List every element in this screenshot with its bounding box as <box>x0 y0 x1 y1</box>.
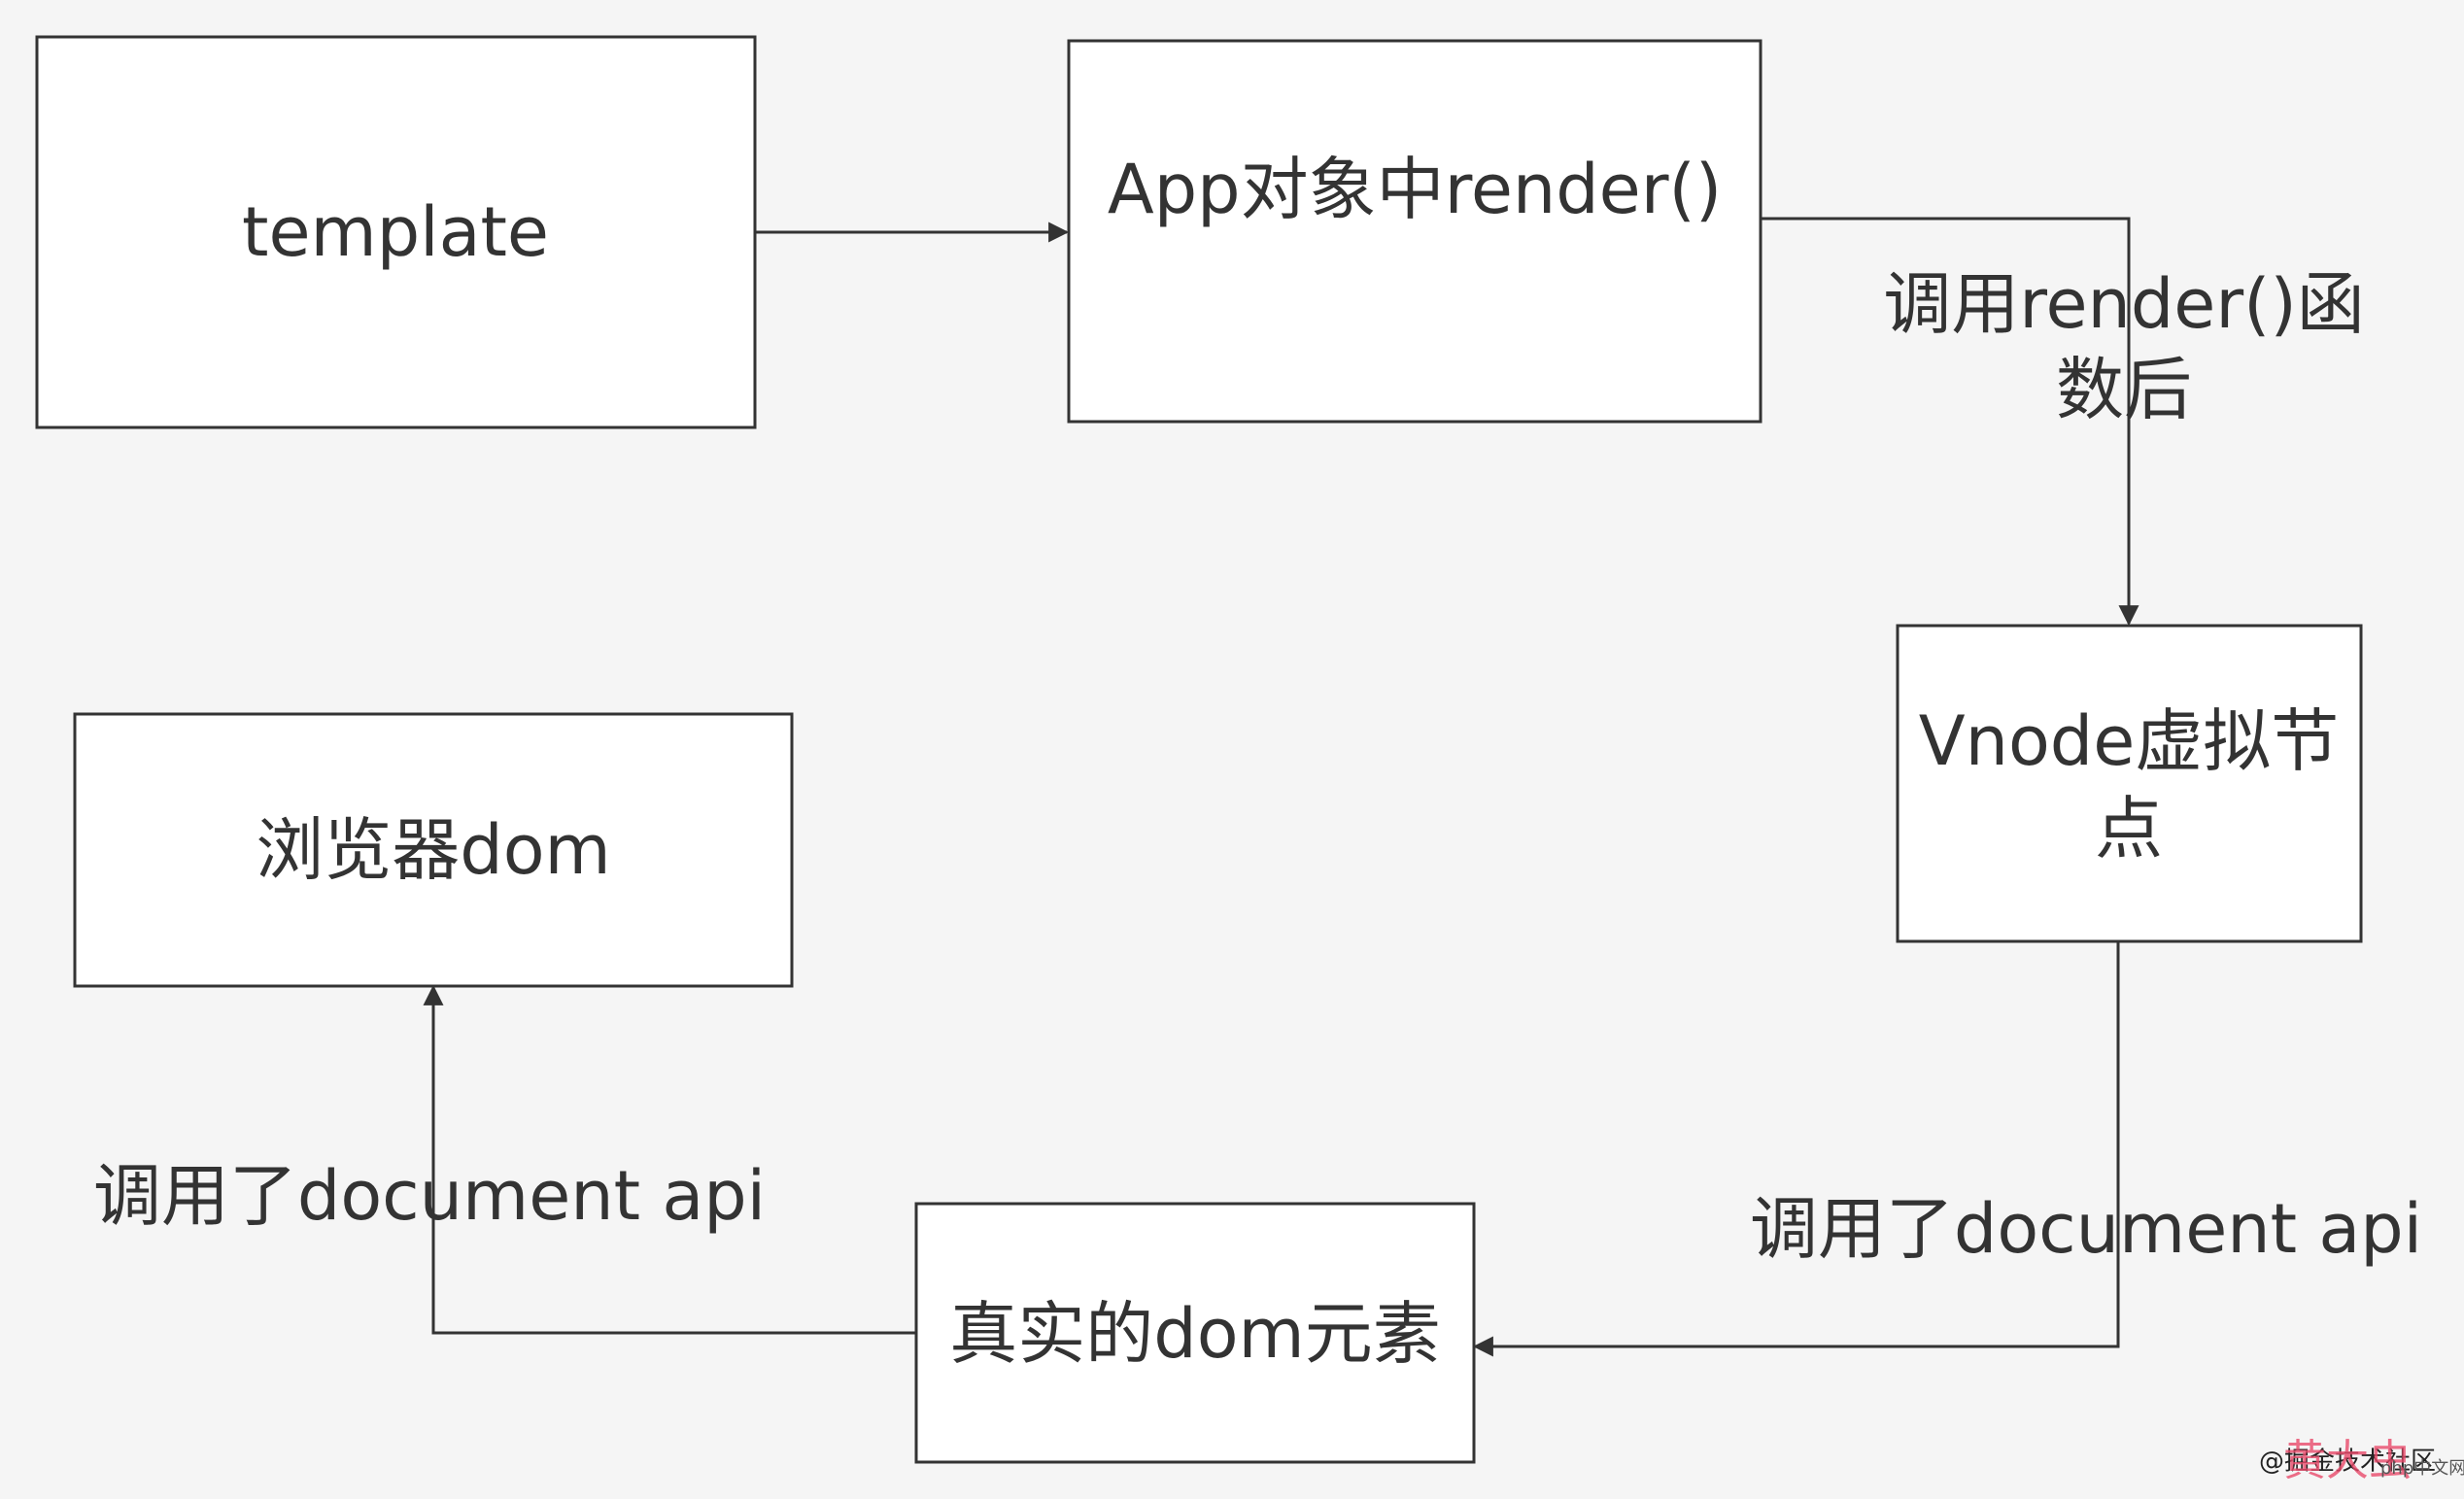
watermark-text: @掘金技术社区 <box>2259 1448 2436 1477</box>
node-real-dom-label: 真实的dom元素 <box>949 1294 1440 1374</box>
edge-real-dom-to-browser <box>423 984 916 1335</box>
node-vnode-label-line1: Vnode虚拟节 <box>1919 701 2340 781</box>
node-vnode: Vnode虚拟节 点 <box>1896 624 2363 943</box>
node-browser-dom-label: 浏览器dom <box>256 810 610 890</box>
node-template: template <box>35 35 757 429</box>
edge-label-render-line1: 调用render()函 <box>1883 264 2365 344</box>
watermark-stamp: 黄大虫 <box>2283 1436 2412 1485</box>
node-real-dom: 真实的dom元素 <box>914 1202 1476 1464</box>
watermark: @掘金技术社区 黄大虫 php中文网 <box>2259 1436 2464 1485</box>
edge-vnode-to-real-dom <box>1472 935 2120 1357</box>
edge-label-real-to-browser: 调用了document api <box>93 1156 766 1236</box>
edge-label-vnode-to-real: 调用了document api <box>1750 1189 2422 1269</box>
node-browser-dom: 浏览器dom <box>73 712 794 988</box>
node-vnode-label-line2: 点 <box>2095 789 2163 869</box>
node-app-render-label: App对象中render() <box>1108 150 1722 229</box>
edge-label-render-line2: 数后 <box>2056 350 2192 429</box>
node-template-label: template <box>242 192 549 272</box>
node-app-render: App对象中render() <box>1067 39 1762 424</box>
edge-app-to-vnode <box>1761 217 2139 627</box>
watermark-site: php中文网 <box>2380 1458 2464 1479</box>
